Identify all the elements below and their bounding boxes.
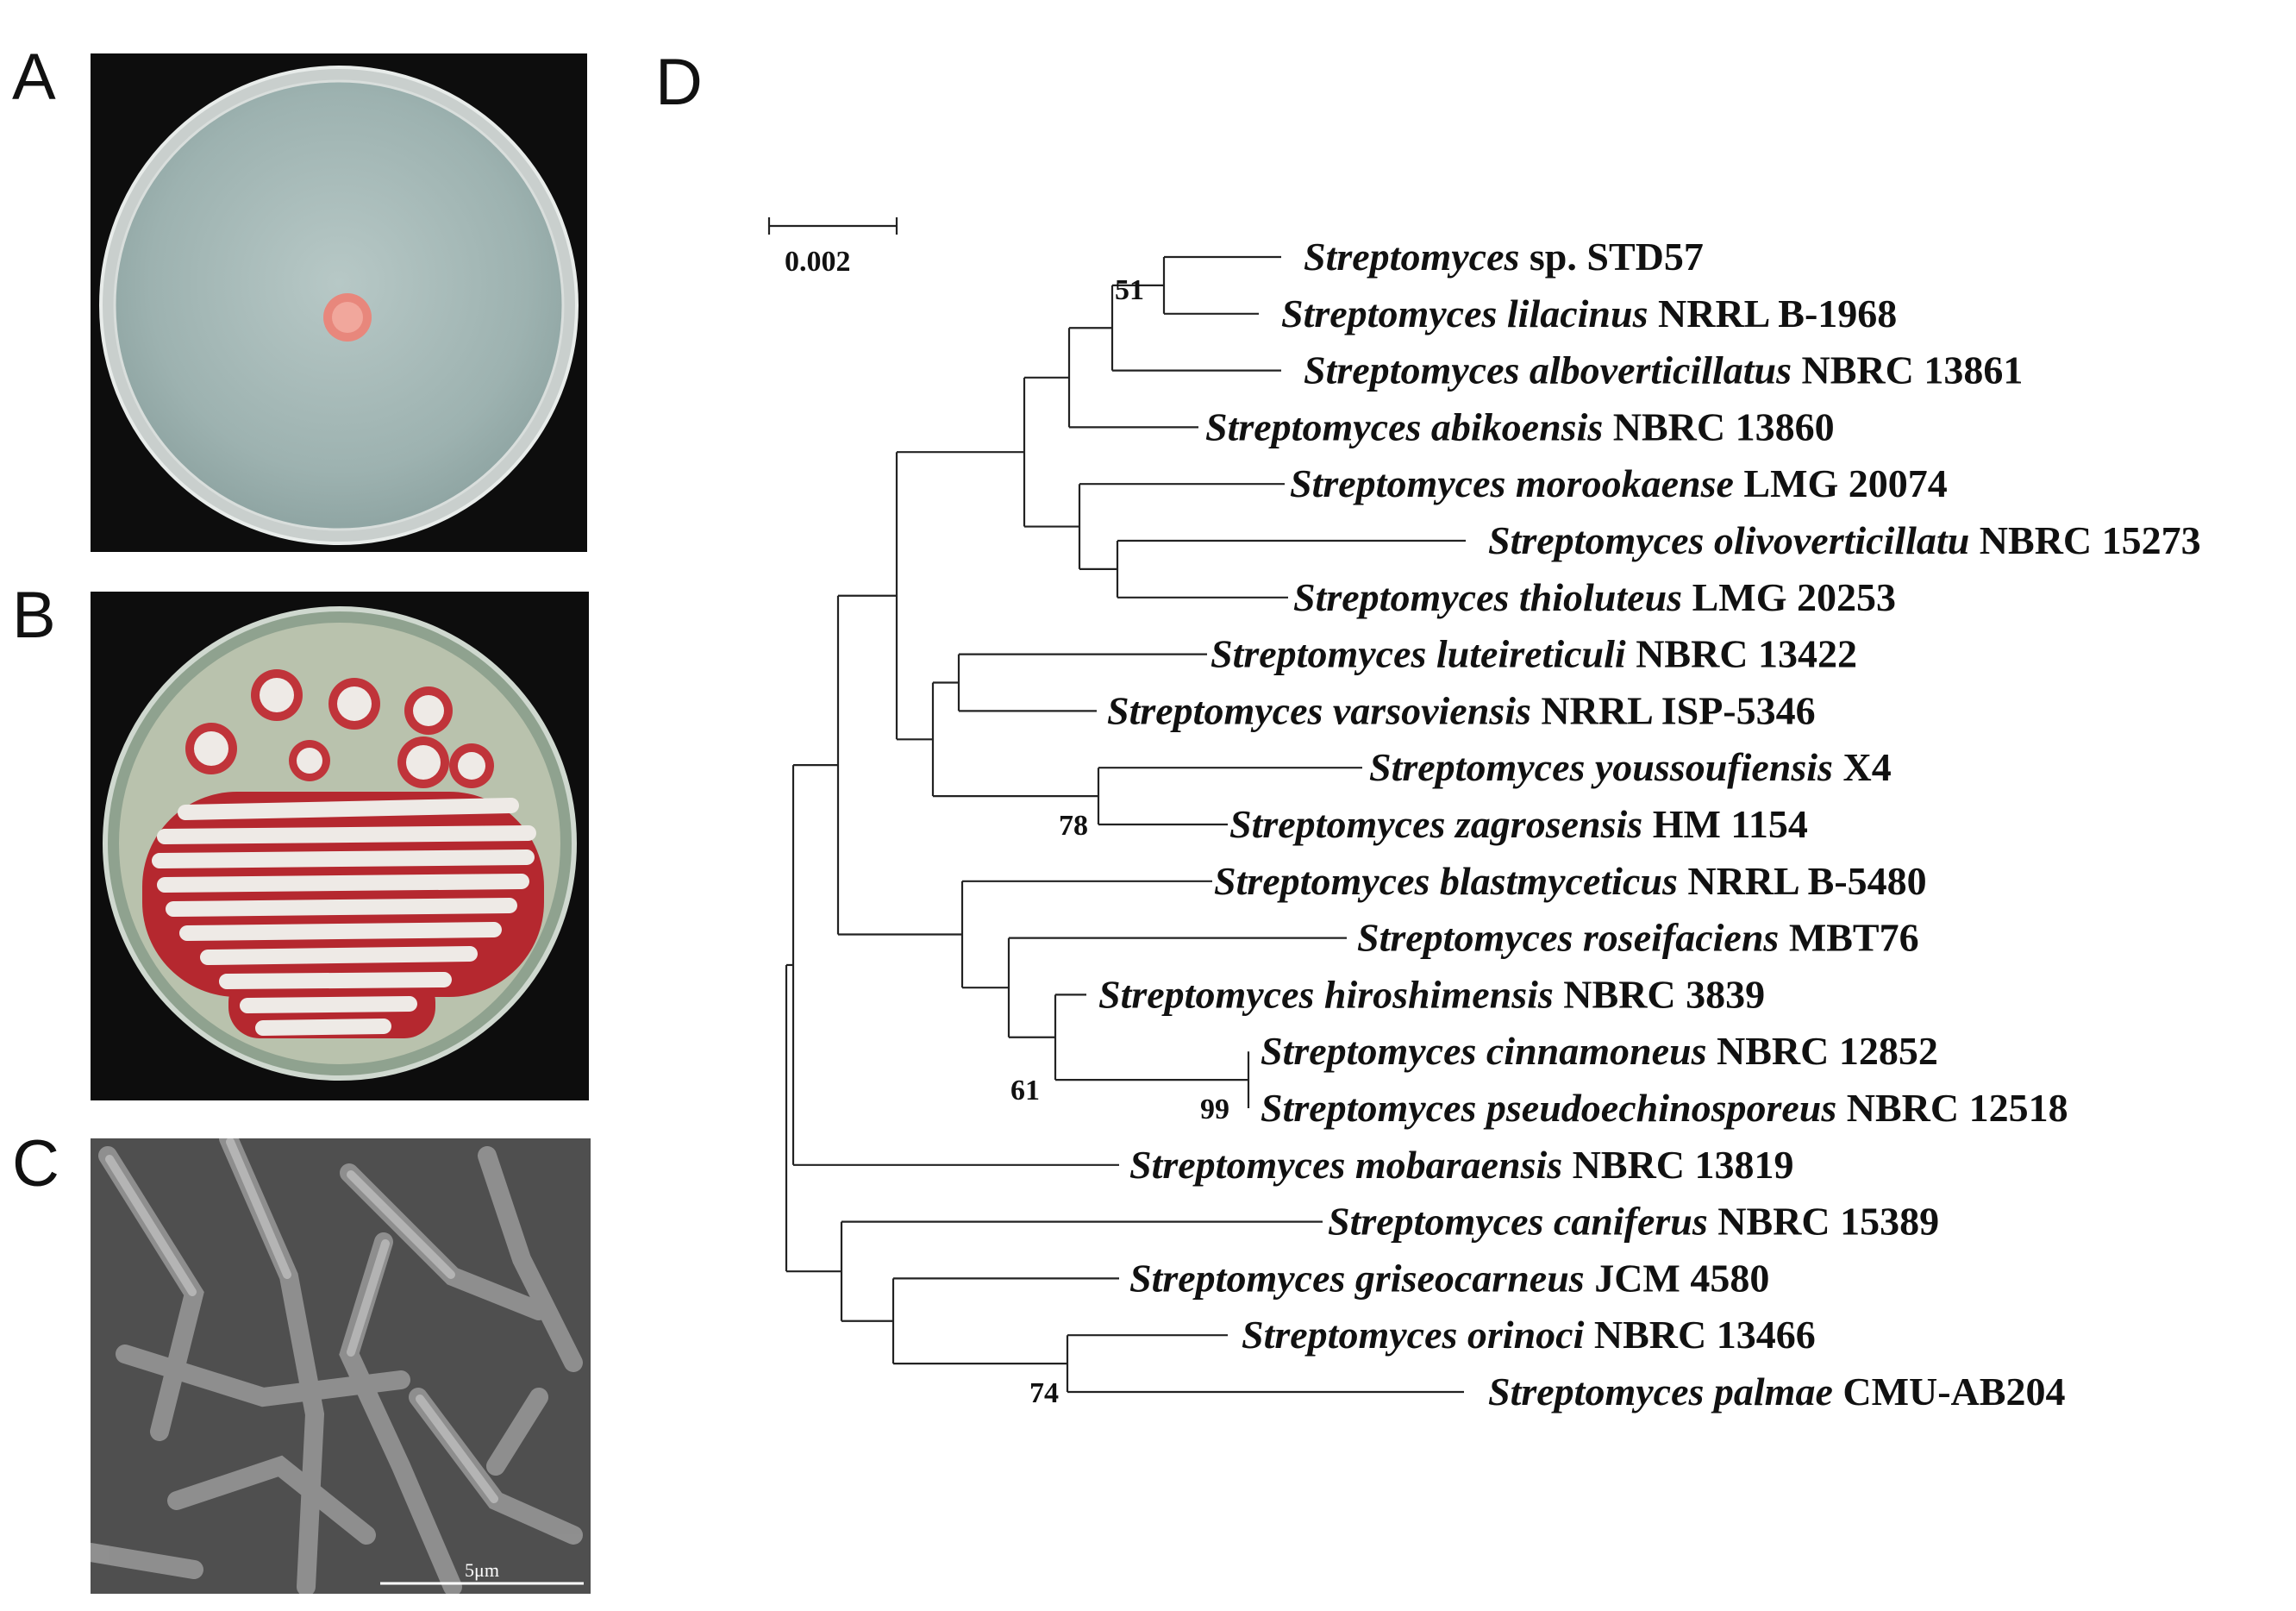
taxon-species-name: Streptomyces thioluteus xyxy=(1293,575,1682,619)
taxon-species-name: Streptomyces lilacinus xyxy=(1281,291,1648,335)
taxon-label: Streptomyces alboverticillatus NBRC 1386… xyxy=(1304,348,2023,392)
taxon-strain: X4 xyxy=(1833,745,1892,789)
taxon-strain: LMG 20253 xyxy=(1682,575,1896,619)
tree-branches xyxy=(785,255,1466,1394)
taxon-strain: CMU-AB204 xyxy=(1833,1370,2066,1414)
taxon-label: Streptomyces blastmyceticus NRRL B-5480 xyxy=(1214,859,1927,903)
bootstrap-value: 61 xyxy=(1010,1075,1040,1106)
taxon-strain: LMG 20074 xyxy=(1734,461,1948,505)
taxon-label: Streptomyces abikoensis NBRC 13860 xyxy=(1205,404,1835,448)
taxon-label: Streptomyces youssoufiensis X4 xyxy=(1369,745,1892,789)
taxon-strain: NRRL ISP-5346 xyxy=(1531,688,1816,732)
taxon-species-name: Streptomyces cinnamoneus xyxy=(1261,1029,1707,1073)
taxon-species-name: Streptomyces alboverticillatus xyxy=(1304,348,1792,392)
bootstrap-value: 51 xyxy=(1115,274,1144,306)
taxon-label: Streptomyces caniferus NBRC 15389 xyxy=(1328,1200,1939,1244)
petri-dish-a-image xyxy=(99,66,579,545)
taxon-label: Streptomyces zagrosensis HM 1154 xyxy=(1229,802,1808,846)
taxon-species-name: Streptomyces morookaense xyxy=(1290,461,1734,505)
taxon-species-name: Streptomyces blastmyceticus xyxy=(1214,859,1678,903)
taxon-label: Streptomyces griseocarneus JCM 4580 xyxy=(1129,1256,1769,1300)
taxon-species-name: Streptomyces youssoufiensis xyxy=(1369,745,1833,789)
taxon-strain: HM 1154 xyxy=(1642,802,1808,846)
panel-c-letter: C xyxy=(12,1127,59,1200)
taxon-strain: NRRL B-5480 xyxy=(1678,859,1927,903)
panel-b-letter: B xyxy=(12,579,56,652)
taxon-strain: NBRC 15389 xyxy=(1708,1200,1939,1244)
panel-a-letter: A xyxy=(12,41,56,114)
sem-micrograph-c: 5μm xyxy=(91,1138,591,1594)
petri-dish-b-image xyxy=(103,606,577,1081)
sem-scale-label: 5μm xyxy=(465,1559,499,1581)
taxon-species-name: Streptomyces hiroshimensis xyxy=(1098,972,1554,1016)
taxon-species-name: Streptomyces orinoci xyxy=(1242,1313,1585,1357)
taxon-strain: NBRC 12518 xyxy=(1836,1086,2068,1130)
taxon-label: Streptomyces thioluteus LMG 20253 xyxy=(1293,575,1896,619)
taxon-strain: JCM 4580 xyxy=(1585,1256,1770,1300)
taxon-label: Streptomyces pseudoechinosporeus NBRC 12… xyxy=(1261,1086,2068,1130)
taxon-species-name: Streptomyces griseocarneus xyxy=(1129,1256,1585,1300)
petri-dish-photo-a xyxy=(91,53,587,552)
taxon-species-name: Streptomyces pseudoechinosporeus xyxy=(1261,1086,1836,1130)
taxon-species-name: Streptomyces abikoensis xyxy=(1205,404,1603,448)
taxon-species-name: Streptomyces varsoviensis xyxy=(1107,688,1531,732)
bootstrap-value: 78 xyxy=(1059,810,1088,842)
taxon-strain: NBRC 13819 xyxy=(1562,1143,1793,1187)
taxon-label: Streptomyces palmae CMU-AB204 xyxy=(1488,1370,2065,1414)
taxon-species-name: Streptomyces mobaraensis xyxy=(1129,1143,1562,1187)
taxon-label: Streptomyces morookaense LMG 20074 xyxy=(1290,461,1948,505)
taxon-species-name: Streptomyces luteireticuli xyxy=(1211,632,1626,676)
taxon-label: Streptomyces hiroshimensis NBRC 3839 xyxy=(1098,972,1765,1016)
taxon-species-name: Streptomyces roseifaciens xyxy=(1357,916,1779,960)
taxon-label: Streptomyces mobaraensis NBRC 13819 xyxy=(1129,1143,1794,1187)
taxon-species-name: Streptomyces zagrosensis xyxy=(1229,802,1642,846)
taxon-strain: NBRC 13466 xyxy=(1584,1313,1815,1357)
taxon-label: Streptomyces olivoverticillatu NBRC 1527… xyxy=(1488,518,2201,562)
taxon-label: Streptomyces varsoviensis NRRL ISP-5346 xyxy=(1107,688,1816,732)
taxon-strain: sp. STD57 xyxy=(1519,235,1703,279)
tree-scale-bar: 0.002 xyxy=(767,217,898,278)
taxon-strain: NBRC 15273 xyxy=(1969,518,2200,562)
tree-scale-label: 0.002 xyxy=(785,246,851,278)
bootstrap-value: 74 xyxy=(1029,1377,1059,1409)
taxon-label: Streptomyces lilacinus NRRL B-1968 xyxy=(1281,291,1897,335)
taxon-label: Streptomyces roseifaciens MBT76 xyxy=(1357,916,1919,960)
taxon-strain: NBRC 13422 xyxy=(1626,632,1857,676)
taxon-strain: NBRC 13860 xyxy=(1603,404,1834,448)
taxon-strain: NBRC 13861 xyxy=(1792,348,2023,392)
taxon-label: Streptomyces orinoci NBRC 13466 xyxy=(1242,1313,1816,1357)
taxon-species-name: Streptomyces xyxy=(1304,235,1519,279)
petri-dish-photo-b xyxy=(91,592,589,1100)
taxon-label: Streptomyces cinnamoneus NBRC 12852 xyxy=(1261,1029,1938,1073)
sem-hyphae-image: 5μm xyxy=(91,1138,591,1594)
taxon-strain: NBRC 3839 xyxy=(1554,972,1765,1016)
taxon-label: Streptomyces luteireticuli NBRC 13422 xyxy=(1211,632,1857,676)
bootstrap-value: 99 xyxy=(1200,1094,1229,1125)
taxon-strain: NRRL B-1968 xyxy=(1648,291,1898,335)
panel-d-letter: D xyxy=(655,46,703,119)
taxon-species-name: Streptomyces olivoverticillatu xyxy=(1488,518,1969,562)
taxon-strain: MBT76 xyxy=(1779,916,1918,960)
tree-bootstrap-values: 51 78 61 99 74 xyxy=(1010,274,1229,1409)
taxon-strain: NBRC 12852 xyxy=(1707,1029,1938,1073)
taxon-label: Streptomyces sp. STD57 xyxy=(1304,235,1704,279)
taxon-species-name: Streptomyces palmae xyxy=(1488,1370,1833,1414)
taxon-species-name: Streptomyces caniferus xyxy=(1328,1200,1708,1244)
